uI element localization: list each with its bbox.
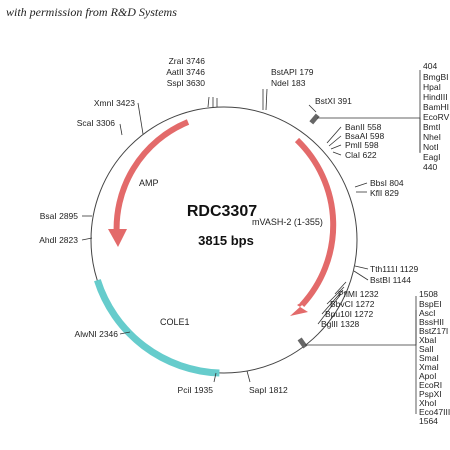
mcs2-enzyme: Eco47III: [419, 407, 450, 417]
mcs1-enzyme: NheI: [423, 132, 441, 142]
feature-amp-arrow: [113, 119, 190, 239]
site-ndei: NdeI 183: [271, 78, 306, 88]
site-bsaai: BsaAI 598: [345, 131, 384, 141]
mcs1-list: 404 BmgBI HpaI HindIII BamHI EcoRV BmtI …: [423, 61, 450, 172]
site-bglii: BglII 1328: [321, 319, 360, 329]
feature-mvash-label: mVASH-2 (1-355): [252, 217, 323, 227]
mcs1-enzyme: BamHI: [423, 102, 449, 112]
mcs2-list: 1508 BspEI AscI BssHII BstZ17I XbaI SalI…: [419, 289, 450, 426]
site-alwni: AlwNI 2346: [75, 329, 119, 339]
mcs2-marker: [297, 337, 308, 349]
feature-mvash-arrow: [294, 137, 337, 308]
mcs2-enzyme: EcoRI: [419, 380, 442, 390]
mcs1-enzyme: BmgBI: [423, 72, 449, 82]
site-pmli: PmlI 598: [345, 140, 379, 150]
site-bstapi: BstAPI 179: [271, 67, 314, 77]
mcs2-enzyme: XhoI: [419, 398, 437, 408]
mcs2-start: 1508: [419, 289, 438, 299]
site-bstbi: BstBI 1144: [370, 275, 411, 285]
mcs1-enzyme: HpaI: [423, 82, 441, 92]
mcs2-enzyme: BssHII: [419, 317, 444, 327]
site-scai: ScaI 3306: [77, 118, 116, 128]
plasmid-size: 3815 bps: [198, 233, 254, 248]
mcs2-enzyme: SmaI: [419, 353, 439, 363]
site-tth111i: Tth111I 1129: [370, 264, 418, 274]
site-ahdi: AhdI 2823: [39, 235, 78, 245]
mcs2-enzyme: SalI: [419, 344, 434, 354]
site-bbsi: BbsI 804: [370, 178, 404, 188]
mcs1-marker: [309, 113, 320, 125]
site-bsai: BsaI 2895: [40, 211, 79, 221]
site-sspi: SspI 3630: [167, 78, 206, 88]
site-banii: BanII 558: [345, 122, 382, 132]
feature-cole1-label: COLE1: [160, 317, 190, 327]
plasmid-name: RDC3307: [187, 203, 257, 220]
mcs2-enzyme: XmaI: [419, 362, 439, 372]
mcs2-enzyme: AscI: [419, 308, 436, 318]
mcs1-start: 404: [423, 61, 437, 71]
site-aatii: AatII 3746: [166, 67, 205, 77]
site-kfli: KflI 829: [370, 188, 399, 198]
site-bpu10i: Bpu10I 1272: [325, 309, 373, 319]
mcs2-enzyme: BspEI: [419, 299, 442, 309]
mcs1-enzyme: NotI: [423, 142, 439, 152]
site-sapi: SapI 1812: [249, 385, 288, 395]
site-bbvci: BbvCI 1272: [330, 299, 375, 309]
mcs2-enzyme: XbaI: [419, 335, 437, 345]
feature-cole1-band: [94, 279, 220, 377]
mvash-arrowhead: [290, 296, 312, 316]
amp-arrowhead: [108, 229, 127, 247]
mcs2-enzyme: ApoI: [419, 371, 437, 381]
mcs2-enzyme: BstZ17I: [419, 326, 448, 336]
mcs1-enzyme: BmtI: [423, 122, 440, 132]
plasmid-backbone: [90, 106, 358, 374]
mcs1-end: 440: [423, 162, 437, 172]
site-xmni: XmnI 3423: [94, 98, 135, 108]
mcs2-end: 1564: [419, 416, 438, 426]
site-pflmi: PflMI 1232: [338, 289, 379, 299]
site-zrai: ZraI 3746: [169, 56, 206, 66]
mcs1-enzyme: EcoRV: [423, 112, 450, 122]
mcs2-enzyme: PspXI: [419, 389, 442, 399]
mcs1-enzyme: HindIII: [423, 92, 448, 102]
mcs1-enzyme: EagI: [423, 152, 441, 162]
site-pcii: PciI 1935: [178, 385, 214, 395]
credit-text: with permission from R&D Systems: [6, 5, 177, 19]
feature-amp-label: AMP: [139, 178, 159, 188]
site-bstxi: BstXI 391: [315, 96, 352, 106]
site-clai: ClaI 622: [345, 150, 377, 160]
